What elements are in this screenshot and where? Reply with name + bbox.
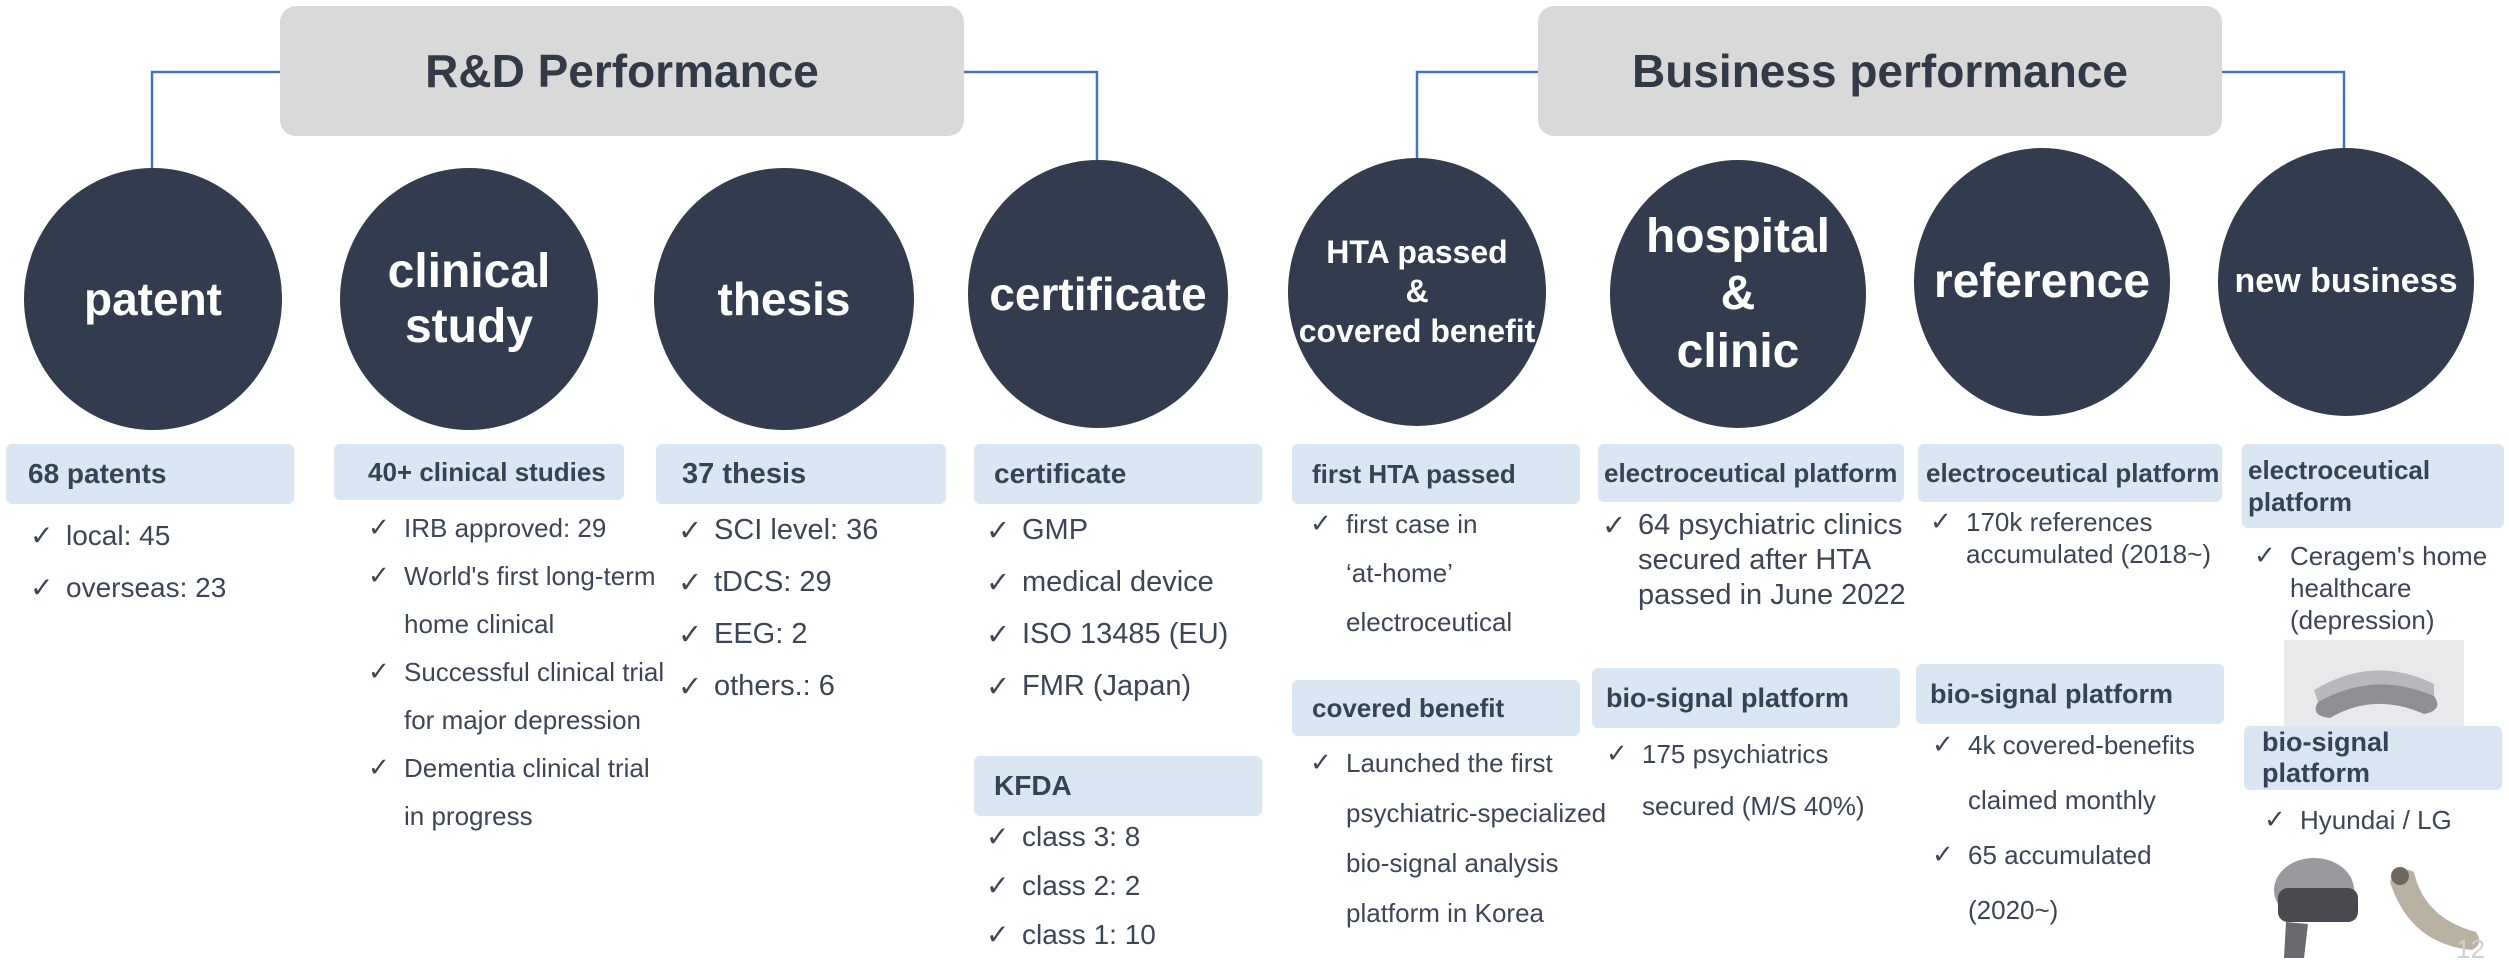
check-icon: ✓ [678,513,703,547]
check-icon: ✓ [986,565,1011,599]
check-icon: ✓ [986,820,1010,853]
check-icon: ✓ [678,565,703,599]
bullets-clinical: ✓IRB approved: 29 ✓World's first long-te… [368,504,668,840]
bullet-item: ✓class 2: 2 [986,861,1156,910]
check-icon: ✓ [368,657,390,687]
bullets-reference-bio-signal: ✓4k covered-benefits claimed monthly ✓65… [1932,718,2195,938]
label-first-hta: first HTA passed [1292,444,1580,504]
check-icon: ✓ [986,869,1010,902]
check-icon: ✓ [986,918,1010,951]
connector-biz-left [1415,70,1540,160]
bullets-thesis: ✓SCI level: 36 ✓tDCS: 29 ✓EEG: 2 ✓others… [678,504,878,712]
bullet-item: ✓170k references accumulated (2018~) [1930,507,2211,569]
bullet-item: ✓FMR (Japan) [986,660,1228,712]
bullet-item: ✓class 1: 10 [986,910,1156,959]
label-reference-electroceutical: electroceutical platform [1918,444,2222,502]
page-number: 12 [2456,934,2485,964]
circle-certificate: certificate [968,160,1228,428]
check-icon: ✓ [1930,507,1952,537]
check-icon: ✓ [368,513,390,543]
bullets-patent: ✓local: 45 ✓overseas: 23 [30,510,226,614]
circle-new-business: new business [2218,148,2474,416]
check-icon: ✓ [2254,541,2276,571]
check-icon: ✓ [986,513,1011,547]
label-clinical-studies: 40+ clinical studies [334,444,624,500]
bullets-hta-first: ✓first case in ‘at-home’ electroceutical [1310,500,1512,647]
circle-clinical-study: clinical study [340,168,598,430]
check-icon: ✓ [2264,805,2286,835]
circle-patent: patent [24,168,282,430]
bullet-item: ✓medical device [986,556,1228,608]
bullet-item: ✓tDCS: 29 [678,556,878,608]
check-icon: ✓ [30,571,54,604]
bullet-item: ✓4k covered-benefits claimed monthly [1932,718,2195,828]
vr-headset-image [2274,858,2358,958]
rd-performance-header: R&D Performance [280,6,964,136]
bullet-item: ✓overseas: 23 [30,562,226,614]
check-icon: ✓ [1606,739,1628,769]
bullet-item: ✓others.: 6 [678,660,878,712]
check-icon: ✓ [1602,508,1627,542]
check-icon: ✓ [368,561,390,591]
check-icon: ✓ [30,519,54,552]
bullet-item: ✓Successful clinical trial for major dep… [368,648,668,744]
check-icon: ✓ [368,753,390,783]
bullet-item: ✓local: 45 [30,510,226,562]
circle-reference: reference [1914,148,2170,416]
bullets-new-electroceutical: ✓Ceragem's home healthcare (depression) [2254,540,2487,636]
bullet-item: ✓GMP [986,504,1228,556]
neck-device-image [2390,867,2480,950]
circle-thesis: thesis [654,168,914,430]
bullets-hta-covered: ✓Launched the first psychiatric-speciali… [1310,738,1606,938]
bullet-item: ✓175 psychiatrics secured (M/S 40%) [1606,728,1865,832]
check-icon: ✓ [678,617,703,651]
label-reference-bio-signal: bio-signal platform [1916,664,2224,724]
bullets-certificate: ✓GMP ✓medical device ✓ISO 13485 (EU) ✓FM… [986,504,1228,712]
check-icon: ✓ [1310,509,1332,539]
check-icon: ✓ [986,617,1011,651]
check-icon: ✓ [986,669,1011,703]
label-patents: 68 patents [6,444,294,504]
label-new-electroceutical: electroceutical platform [2242,444,2504,528]
bullets-kfda: ✓class 3: 8 ✓class 2: 2 ✓class 1: 10 [986,812,1156,959]
bullet-item: ✓ISO 13485 (EU) [986,608,1228,660]
bullet-item: ✓first case in ‘at-home’ electroceutical [1310,500,1512,647]
label-kfda: KFDA [974,756,1262,816]
bullet-item: ✓Dementia clinical trial in progress [368,744,668,840]
bullet-item: ✓IRB approved: 29 [368,504,668,552]
bullets-hospital-electroceutical: ✓64 psychiatric clinics secured after HT… [1602,508,1906,613]
check-icon: ✓ [1932,730,1954,760]
check-icon: ✓ [1932,840,1954,870]
bullet-item: ✓65 accumulated (2020~) [1932,828,2195,938]
bullet-item: ✓Hyundai / LG [2264,796,2452,844]
circle-hospital-clinic: hospital & clinic [1610,160,1866,428]
label-thesis: 37 thesis [656,444,946,504]
headband-device-image [2284,640,2464,726]
bullets-hospital-bio-signal: ✓175 psychiatrics secured (M/S 40%) [1606,728,1865,832]
label-hospital-bio-signal: bio-signal platform [1592,668,1900,728]
bullet-item: ✓Launched the first psychiatric-speciali… [1310,738,1606,938]
label-hospital-electroceutical: electroceutical platform [1598,444,1904,502]
bullet-item: ✓Ceragem's home healthcare (depression) [2254,541,2488,635]
label-new-bio-signal: bio-signal platform [2244,726,2502,790]
bullet-item: ✓World's first long-term home clinical [368,552,668,648]
connector-rd-right [962,70,1099,160]
check-icon: ✓ [678,669,703,703]
connector-rd-left [150,70,282,170]
label-covered-benefit: covered benefit [1292,680,1580,736]
bullets-new-bio-signal: ✓Hyundai / LG [2264,796,2452,844]
bullets-reference-electroceutical: ✓170k references accumulated (2018~) [1930,506,2211,570]
bullet-item: ✓class 3: 8 [986,812,1156,861]
bullet-item: ✓64 psychiatric clinics secured after HT… [1602,508,1906,611]
connector-biz-right [2220,70,2346,150]
label-certificate: certificate [974,444,1262,504]
bullet-item: ✓SCI level: 36 [678,504,878,556]
circle-hta: HTA passed & covered benefit [1288,158,1546,426]
business-performance-header: Business performance [1538,6,2222,136]
bullet-item: ✓EEG: 2 [678,608,878,660]
check-icon: ✓ [1310,748,1332,778]
